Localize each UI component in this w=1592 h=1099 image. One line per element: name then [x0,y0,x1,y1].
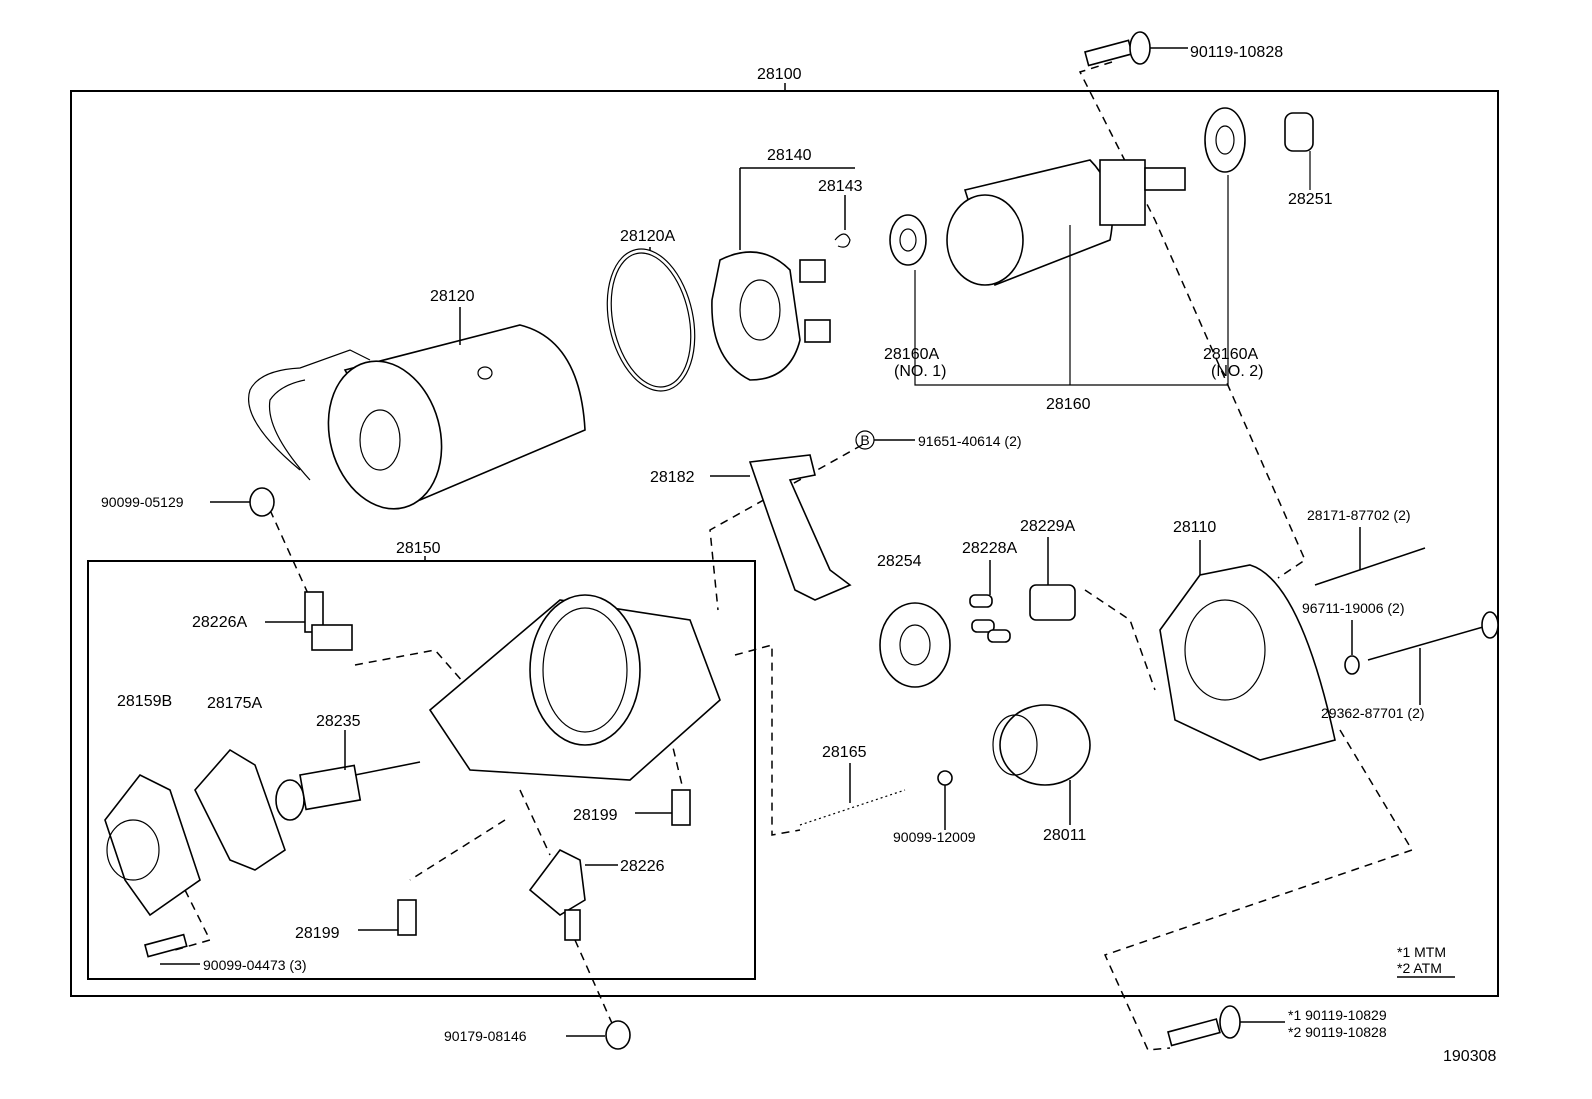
part-28199-contact-a [635,789,691,826]
part-28160-armature [946,159,1186,385]
label-28143: 28143 [818,178,863,195]
label-90119-10829-mtm: *1 90119-10829 [1288,1007,1387,1023]
label-90179-08146: 90179-08146 [444,1028,527,1044]
part-28175A-gasket [194,748,286,871]
label-91651-40614: 91651-40614 (2) [918,433,1022,449]
part-28159B-cover [104,773,201,917]
part-28254-idler-gear [879,602,951,688]
part-28143-spring [834,233,851,248]
legend-atm: *2 ATM [1397,960,1442,976]
part-28226A-terminal [265,591,353,651]
assembly-dashed-lines [174,61,1414,1051]
part-90179-08146-nut [566,1020,631,1050]
part-96711-washer [1344,620,1360,675]
part-90099-12009-ball [937,770,953,786]
label-28120: 28120 [430,288,475,305]
part-28160A-bearing-no1 [889,214,927,266]
label-96711-19006: 96711-19006 (2) [1302,600,1404,616]
label-28160A-no2: 28160A [1203,346,1258,363]
part-28150-housing [428,594,721,781]
diagram-id: 190308 [1443,1048,1496,1065]
label-28182: 28182 [650,469,695,486]
label-28100: 28100 [757,66,802,83]
label-28175A: 28175A [207,695,262,712]
label-28120A: 28120A [620,228,675,245]
label-28160: 28160 [1046,396,1091,413]
label-28199-a: 28199 [573,807,618,824]
label-28228A: 28228A [962,540,1017,557]
part-28251-gear [1284,112,1314,190]
label-28251: 28251 [1288,191,1333,208]
legend-mtm: *1 MTM [1397,944,1446,960]
part-28120A-oring [606,248,696,392]
part-28229A-retainer [1029,537,1076,621]
label-28199-b: 28199 [295,925,340,942]
part-28011-clutch [992,704,1091,825]
label-28171-87702: 28171-87702 (2) [1307,507,1411,523]
part-90119-bolt-bottom [1167,1005,1285,1047]
part-28228A-rollers [969,560,1011,643]
label-28254: 28254 [877,553,922,570]
part-90099-04473-screw [144,933,200,965]
label-90119-10828: 90119-10828 [1190,44,1283,61]
label-28011: 28011 [1043,827,1086,844]
label-90119-10828-atm: *2 90119-10828 [1288,1024,1387,1040]
label-90099-05129: 90099-05129 [101,494,184,510]
label-28110: 28110 [1173,519,1216,536]
part-29362-bolt [1367,611,1499,705]
label-28159B: 28159B [117,693,172,710]
part-28140-brush-holder [711,251,831,381]
part-28165-spring [799,789,906,826]
label-90099-12009: 90099-12009 [893,829,976,845]
label-28235: 28235 [316,713,361,730]
label-28165: 28165 [822,744,867,761]
bolt-marker-letter: B [860,432,869,448]
part-28199-contact-b [358,899,417,936]
label-28140: 28140 [767,147,812,164]
label-28226: 28226 [620,858,665,875]
label-28160A-no1: 28160A [884,346,939,363]
part-90119-bolt-top [1084,31,1188,67]
label-28150: 28150 [396,540,441,557]
part-28110-housing [1159,540,1336,761]
part-28226-terminal [528,848,618,941]
part-28182-bracket [710,454,852,601]
label-28226A: 28226A [192,614,247,631]
part-28171-bolt [1314,527,1426,586]
label-90099-04473: 90099-04473 (3) [203,957,307,973]
sub-assembly-frame [87,560,756,980]
label-28160A-no1-note: (NO. 1) [894,363,946,380]
part-90099-05129-nut [210,487,275,517]
part-28235-plunger [275,730,421,821]
label-29362-87701: 29362-87701 (2) [1321,705,1425,721]
part-28160A-bearing-no2 [1204,107,1246,173]
label-28160A-no2-note: (NO. 2) [1211,363,1263,380]
label-28229A: 28229A [1020,518,1075,535]
part-28120-yoke [248,324,586,510]
